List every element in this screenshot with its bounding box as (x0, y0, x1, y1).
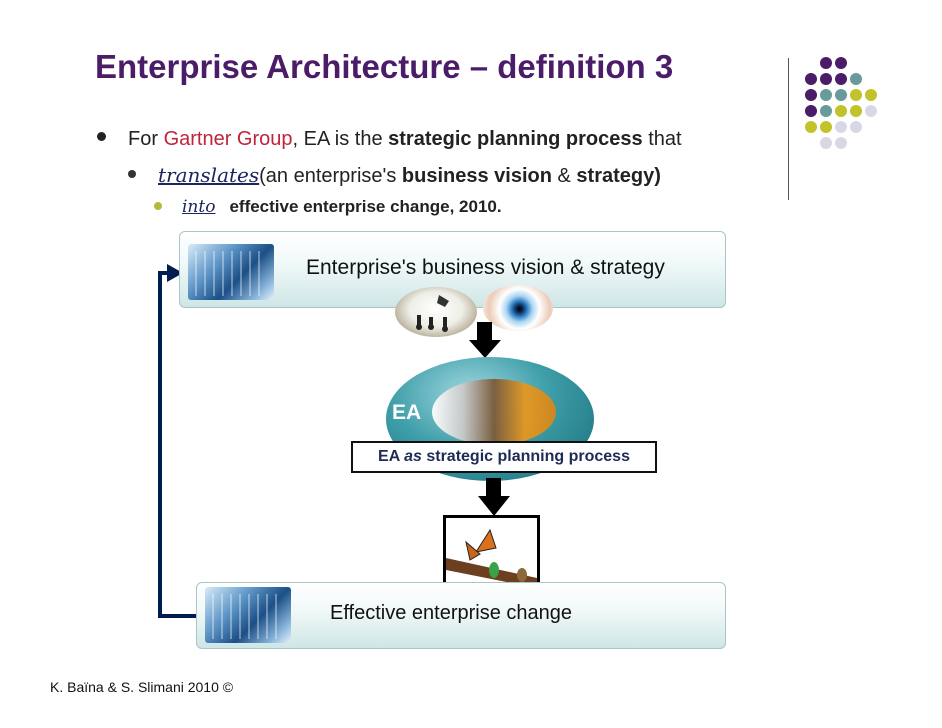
bullet-dot-icon (154, 201, 162, 210)
bullet1-text-pre: For (128, 128, 164, 150)
bullet3-text-post: , 2010. (449, 197, 502, 216)
butterfly-branch-icon (446, 528, 537, 588)
ea-label: EA (392, 401, 422, 424)
bullet2-ampersand: & (551, 165, 577, 187)
translates-keyword: translates (158, 163, 260, 187)
ea-box-pre: EA (378, 448, 405, 465)
butterfly-image (443, 515, 540, 591)
strategy-photo (395, 287, 477, 337)
bullet-dot-icon (128, 169, 136, 178)
bullet2-text-pre: (an enterprise's (259, 165, 402, 187)
strategic-planning-text: strategic planning process (388, 128, 643, 150)
vision-strategy-label: Enterprise's business vision & strategy (306, 256, 665, 279)
business-vision-text: business vision (401, 165, 552, 187)
chess-figures-icon (416, 295, 449, 332)
ea-process-label: EA as strategic planning process (351, 441, 657, 473)
building-image-bottom (205, 587, 291, 643)
bullet-dot-icon (97, 132, 106, 142)
strategy-text: strategy) (576, 165, 661, 187)
effective-change-label: Effective enterprise change (330, 602, 573, 624)
bullet1-text-post: that (642, 128, 682, 150)
down-arrow-icon (478, 478, 510, 516)
ea-photo (432, 379, 556, 445)
building-image-top (188, 244, 274, 300)
ea-box-italic: as (404, 448, 422, 465)
footer-credit: K. Baïna & S. Slimani 2010 © (50, 679, 234, 695)
bullet-level-1: For Gartner Group, EA is the strategic p… (97, 128, 682, 151)
into-keyword: into (182, 197, 216, 217)
effective-change-text: effective enterprise change (229, 197, 450, 216)
bullet-level-3: into effective enterprise change, 2010. (154, 197, 502, 217)
down-arrow-icon (469, 322, 501, 358)
page-title: Enterprise Architecture – definition 3 (95, 48, 674, 85)
gartner-group-text: Gartner Group (163, 128, 293, 150)
eye-photo (483, 285, 553, 331)
bullet1-text-mid: , EA is the (292, 128, 389, 150)
ea-box-post: strategic planning process (421, 448, 630, 465)
bullet-level-2: translates(an enterprise's business visi… (128, 163, 661, 188)
divider-line (788, 58, 789, 200)
